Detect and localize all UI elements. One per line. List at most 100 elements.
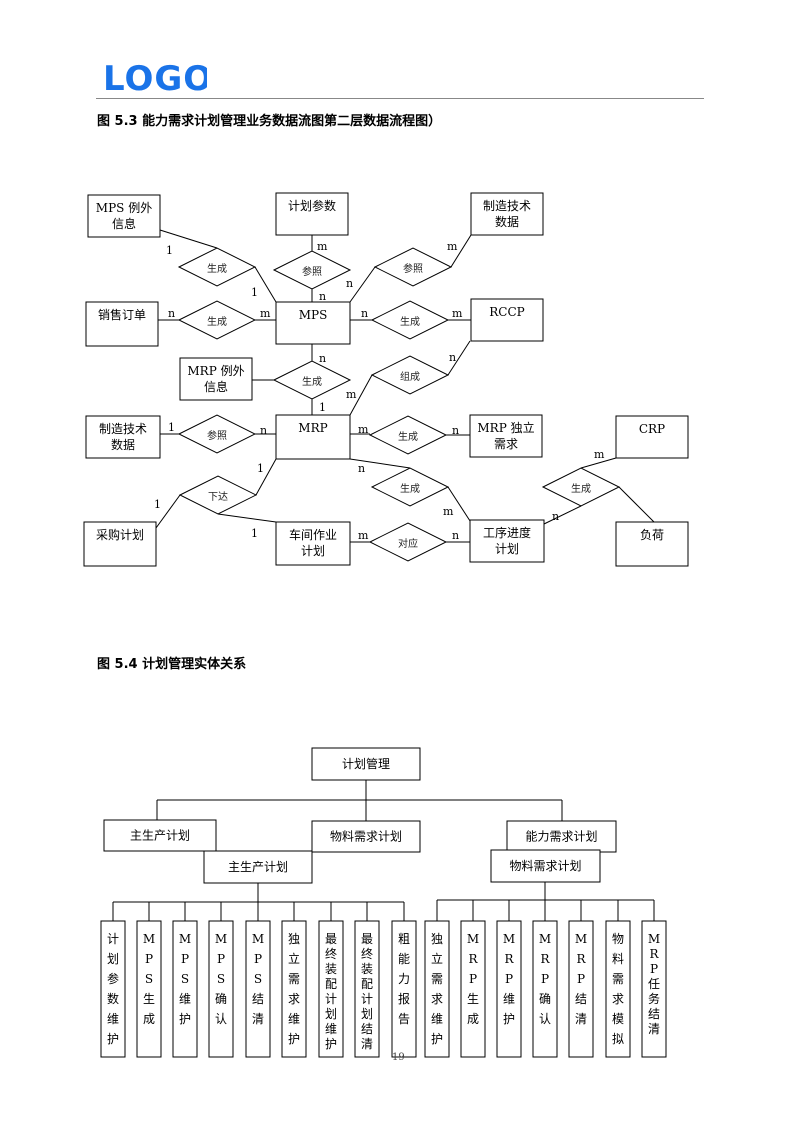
entity-label: 销售订单 — [98, 307, 146, 322]
leaf-char: 确 — [215, 992, 227, 1006]
cardinality-label: 1 — [257, 462, 264, 475]
leaf-char: P — [505, 972, 513, 986]
leaf-char: P — [650, 962, 658, 976]
leaf-char: 装 — [325, 962, 337, 976]
cardinality-label: m — [260, 307, 271, 320]
er-connector — [450, 234, 472, 268]
relationship-r-gen-sales: 生成 — [177, 300, 257, 340]
leaf-char: 力 — [398, 972, 410, 986]
org-sub-mrp-label: 物料需求计划 — [509, 859, 581, 873]
leaf-char: S — [217, 972, 225, 986]
leaf-char: 划 — [107, 952, 119, 966]
er-connector — [543, 505, 582, 525]
relationship-r-gen-sched: 生成 — [370, 467, 450, 507]
entity-label: MPS — [299, 308, 328, 322]
org-level2-crp: 能力需求计划 — [506, 820, 617, 853]
leaf-char: R — [468, 952, 478, 966]
relationship-label: 参照 — [207, 429, 227, 442]
leaf-char: 独 — [288, 932, 300, 946]
org-sub-mps: 主生产计划 — [203, 850, 313, 884]
entity-mrp: MRP — [275, 414, 351, 460]
leaf-char: 终 — [325, 946, 337, 961]
leaf-char: 需 — [431, 972, 443, 986]
org-root-label: 计划管理 — [342, 756, 390, 771]
figure-5-3-caption: 图 5.3 能力需求计划管理业务数据流图第二层数据流程图） — [97, 114, 442, 129]
er-connector — [155, 494, 181, 529]
relationship-label: 生成 — [207, 315, 227, 328]
cardinality-label: m — [594, 448, 605, 461]
leaf-char: 粗 — [398, 932, 410, 946]
cardinality-label: n — [452, 424, 459, 437]
er-connector — [159, 229, 218, 249]
cardinality-label: n — [168, 307, 175, 320]
leaf-char: 结 — [575, 992, 587, 1006]
entity-label: 计划参数 — [288, 198, 336, 213]
org-level2-mrp-label: 物料需求计划 — [330, 830, 402, 844]
entity-label: 数据 — [111, 437, 135, 452]
er-connector — [255, 458, 277, 496]
cardinality-label: m — [358, 423, 369, 436]
leaf-char: 维 — [179, 992, 191, 1006]
leaf-char: 立 — [288, 951, 300, 966]
er-connector — [447, 486, 473, 525]
entity-label: MPS 例外 — [96, 201, 152, 215]
leaf-char: 确 — [539, 992, 551, 1006]
entity-mps: MPS — [275, 301, 351, 345]
leaf-char: 模 — [612, 1012, 624, 1026]
relationship-label: 生成 — [400, 315, 420, 328]
er-connector — [349, 458, 411, 469]
entity-rccp: RCCP — [470, 298, 544, 342]
relationship-label: 生成 — [398, 430, 418, 443]
entity-sales-order: 销售订单 — [85, 301, 159, 347]
cardinality-label: 1 — [168, 421, 175, 434]
leaf-char: M — [539, 932, 551, 946]
leaf-char: P — [217, 952, 225, 966]
leaf-char: 清 — [361, 1037, 373, 1051]
relationship-label: 参照 — [302, 265, 322, 278]
leaf-char: P — [254, 952, 262, 966]
entity-label: 车间作业 — [289, 527, 337, 542]
org-level2-mps: 主生产计划 — [103, 819, 217, 852]
leaf-char: 物 — [612, 932, 624, 946]
leaf-char: 护 — [431, 1032, 443, 1046]
leaf-char: 计 — [107, 932, 119, 946]
cardinality-label: n — [319, 290, 326, 303]
leaf-char: 装 — [361, 962, 373, 976]
entity-label: MRP 例外 — [187, 364, 244, 378]
relationship-label: 生成 — [571, 482, 591, 495]
cardinality-label: 1 — [166, 244, 173, 257]
leaf-char: 报 — [398, 991, 410, 1006]
leaf-char: P — [469, 972, 477, 986]
cardinality-label: m — [358, 529, 369, 542]
entity-plan-params: 计划参数 — [275, 192, 349, 236]
leaf-char: 拟 — [612, 1032, 624, 1046]
leaf-char: 能 — [398, 952, 410, 966]
leaf-char: 务 — [648, 991, 660, 1006]
leaf-char: 维 — [325, 1022, 337, 1036]
relationship-label: 对应 — [398, 537, 418, 550]
relationship-r-gen-mrp-exc: 生成 — [272, 360, 352, 400]
leaf-char: M — [648, 932, 660, 946]
leaf-char: 生 — [467, 992, 479, 1006]
entity-label: 需求 — [494, 437, 518, 451]
cardinality-label: n — [346, 277, 353, 290]
leaf-char: 告 — [398, 1012, 410, 1026]
relationship-r-gen-rccp: 生成 — [370, 300, 450, 340]
leaf-char: 料 — [612, 952, 624, 966]
cardinality-label: 1 — [251, 527, 258, 540]
leaf-char: 数 — [107, 991, 119, 1006]
relationship-r-ref-tech-left: 参照 — [177, 414, 257, 454]
er-connector — [349, 374, 373, 416]
entity-load: 负荷 — [615, 521, 689, 567]
leaf-char: 清 — [252, 1012, 264, 1026]
relationship-r-gen-indep: 生成 — [368, 415, 448, 455]
